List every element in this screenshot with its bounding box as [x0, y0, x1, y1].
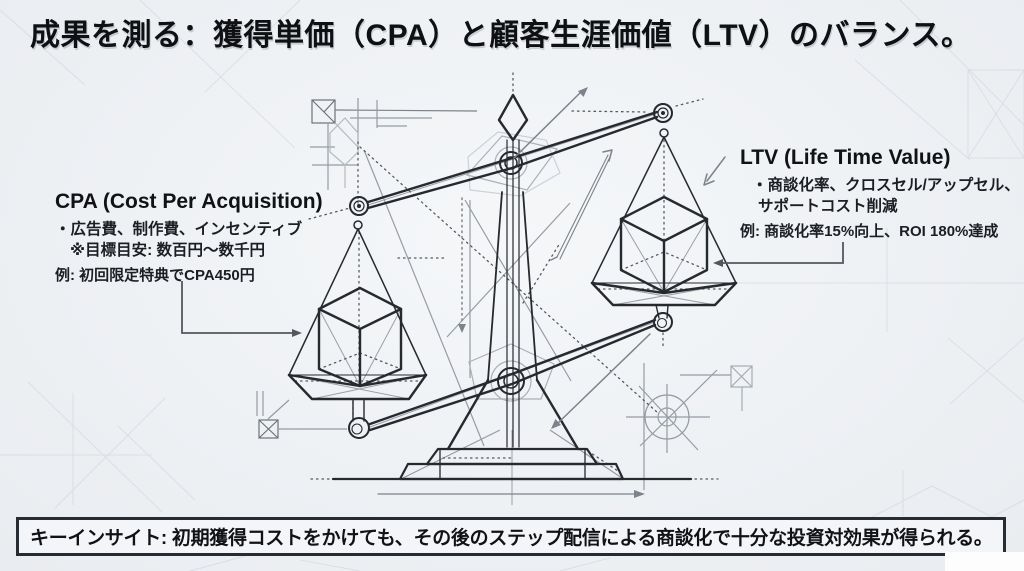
cpa-example: 例: 初回限定特典でCPA450円 [55, 266, 255, 284]
ltv-connector [713, 242, 844, 267]
ltv-pointer-arrow [703, 156, 726, 186]
upper-beam [366, 110, 659, 210]
ltv-bullet-line2: サポートコスト削減 [758, 197, 898, 215]
right-cube [619, 195, 709, 294]
ltv-label-block: LTV (Life Time Value) ・商談化率、クロスセル/アップセル、… [740, 146, 1020, 243]
left-cube [317, 286, 403, 388]
corner-white-patch [945, 552, 1024, 571]
ltv-bullet-line1: ・商談化率、クロスセル/アップセル、 [752, 177, 1020, 195]
key-insight-bar: キーインサイト: 初期獲得コストをかけても、その後のステップ配信による商談化で十… [16, 517, 1006, 556]
ltv-example: 例: 商談化率15%向上、ROI 180%達成 [740, 222, 999, 240]
slide-title: 成果を測る：獲得単価（CPA）と顧客生涯価値（LTV）のバランス。 [30, 19, 972, 52]
lower-beam [368, 318, 657, 432]
cpa-bullet: ・広告費、制作費、インセンティブ [55, 221, 303, 239]
arrow-dotted-down [458, 197, 466, 333]
arrow-up-right-open [550, 149, 613, 261]
key-insight-text: キーインサイト: 初期獲得コストをかけても、その後のステップ配信による商談化で十… [30, 528, 993, 549]
dimension-arrow [377, 490, 645, 498]
right-pan [590, 103, 738, 332]
cpa-connector [181, 281, 302, 337]
column [446, 93, 580, 451]
crosshair-target [626, 365, 753, 453]
arrow-down-left [551, 333, 651, 429]
cpa-note: ※目標目安: 数百円〜数千円 [70, 241, 266, 259]
ltv-heading: LTV (Life Time Value) [740, 146, 951, 169]
annotation-arrows [377, 87, 726, 498]
cpa-heading: CPA (Cost Per Acquisition) [55, 190, 323, 213]
draft-squares-cluster [310, 98, 478, 190]
scale-structure [287, 93, 738, 481]
crossed-square-detail [256, 391, 347, 439]
cpa-label-block: CPA (Cost Per Acquisition) ・広告費、制作費、インセン… [55, 190, 323, 287]
dotted-centerlines [294, 72, 731, 480]
label-connectors [181, 242, 844, 337]
base-pedestal [331, 447, 693, 481]
arrow-up-right [513, 87, 588, 159]
